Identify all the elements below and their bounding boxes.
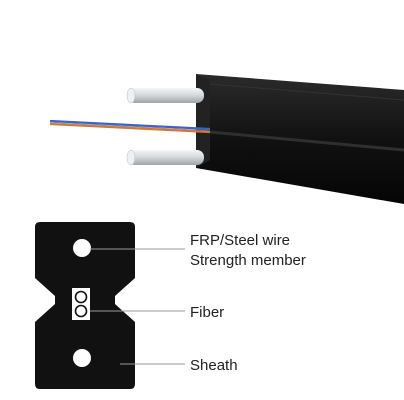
fiber-core [72,288,90,320]
cable-cross-section [35,222,135,389]
leader-lines [90,248,185,365]
label-sheath: Sheath [190,357,238,374]
strength-member-bottom-circle [73,349,91,367]
label-strength-member: Strength member [190,252,306,269]
strength-member-top-circle [73,239,91,257]
optical-fibers [49,119,211,134]
strength-rod-bottom [126,149,204,166]
cable-jacket [196,74,404,204]
label-fiber: Fiber [190,304,225,321]
label-frp-steel-wire: FRP/Steel wire [190,232,291,249]
strength-rod-top [126,87,204,104]
